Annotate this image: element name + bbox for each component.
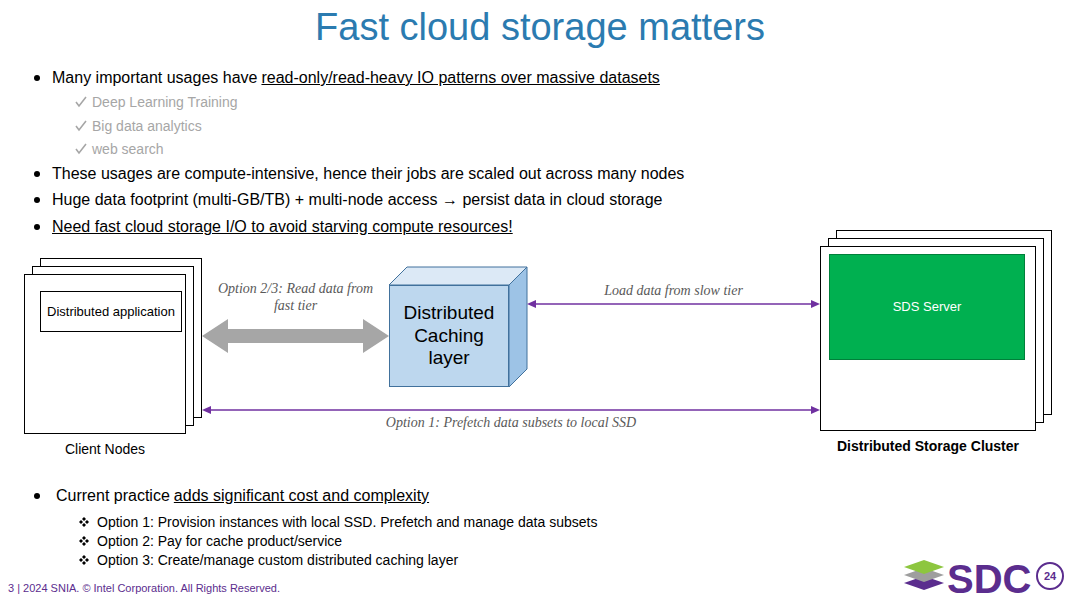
connector-label: Load data from slow tier [601, 282, 746, 299]
bullet-text: Many important usages have [52, 68, 257, 88]
bullet-text-underlined: adds significant cost and complexity [174, 486, 429, 506]
bullet-text-underlined: read-only/read-heavy IO patterns over ma… [261, 68, 659, 88]
bullet-text: Huge data footprint (multi-GB/TB) + mult… [52, 190, 663, 210]
option-text: Option 1: Provision instances with local… [97, 513, 597, 531]
connector-label: Option 1: Prefetch data subsets to local… [383, 414, 639, 431]
client-nodes-box: Client NodesDistributed application [24, 274, 186, 434]
check-marks [76, 97, 86, 153]
option-text: Option 3: Create/manage custom distribut… [97, 551, 458, 569]
application-box: Distributed application [40, 291, 182, 332]
footer-text: 3 | 2024 SNIA. © Intel Corporation. All … [8, 581, 280, 595]
logo-badge-text: 24 [1044, 569, 1056, 583]
bullet-text: These usages are compute-intensive, henc… [52, 164, 684, 184]
sub-bullet-text: Deep Learning Training [92, 93, 238, 111]
node-label: Distributed application [47, 304, 175, 319]
diamond-bullets [79, 517, 89, 565]
sub-bullet-text: web search [92, 140, 164, 158]
node-caption: Client Nodes [25, 441, 185, 457]
cache-cube: Distributed Caching layer [389, 285, 509, 387]
double-arrow-line [211, 409, 811, 410]
bullet-text: Current practice [56, 486, 170, 506]
node-label: SDS Server [893, 299, 962, 315]
logo-text: SDC [947, 554, 1031, 604]
sds-server-box: SDS Server [829, 254, 1025, 360]
node-caption: Distributed Storage Cluster [821, 438, 1035, 454]
thick-double-arrow [228, 329, 363, 343]
option-text: Option 2: Pay for cache product/service [97, 532, 342, 550]
double-arrow-line [536, 303, 811, 304]
slide-title: Fast cloud storage matters [0, 4, 1080, 50]
node-label: Distributed Caching layer [394, 302, 504, 370]
sub-bullet-text: Big data analytics [92, 117, 202, 135]
storage-cluster-box: Distributed Storage ClusterSDS Server [820, 246, 1036, 431]
cube-side-face [509, 267, 527, 387]
bullet-text-underlined: Need fast cloud storage I/O to avoid sta… [52, 217, 513, 237]
cube-top-face [389, 267, 527, 285]
connector-label: Option 2/3: Read data from fast tier [213, 280, 379, 314]
